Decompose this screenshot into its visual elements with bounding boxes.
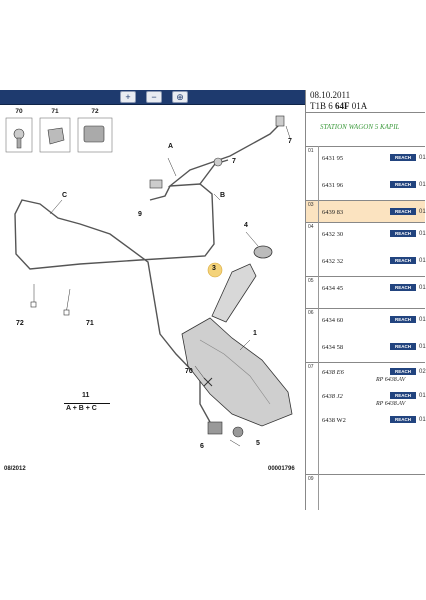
part-number-link[interactable]: 6434 60 [322, 317, 344, 324]
reach-badge: REACH [390, 416, 416, 423]
vehicle-variant: STATION WAGON 5 KAPIL [320, 123, 400, 131]
detail-box-label: 71 [51, 108, 59, 115]
catalog-date: 08.10.2011 [310, 90, 351, 100]
group-number: 07 [308, 364, 314, 370]
column-divider [318, 146, 319, 510]
kit-divider [64, 403, 110, 404]
detail-box-label: 72 [91, 108, 99, 115]
diagram-date: 08/2012 [4, 466, 26, 472]
part-quantity: 01 [419, 393, 426, 399]
parts-list-panel: 08.10.2011 T1B 6 64F 01A STATION WAGON 5… [305, 90, 426, 510]
reach-badge: REACH [390, 230, 416, 237]
reach-badge: REACH [390, 343, 416, 350]
zoom-in-icon[interactable]: + [120, 91, 136, 103]
part-quantity: 01 [419, 317, 426, 323]
reach-badge: REACH [390, 154, 416, 161]
part-number-link[interactable]: 6432 30 [322, 231, 344, 238]
part-number-link[interactable]: 6438 J2 [322, 393, 343, 400]
filler-cap-part [253, 245, 273, 259]
part-number-link[interactable]: 6434 45 [322, 285, 344, 292]
detail-71-part [39, 117, 71, 153]
replacement-part[interactable]: RP 6438.AV [376, 401, 406, 407]
part-quantity: 01 [419, 231, 426, 237]
group-number: 06 [308, 310, 314, 316]
callout-71[interactable]: 71 [86, 320, 94, 327]
part-number-link[interactable]: 6431 96 [322, 182, 344, 189]
header-divider [306, 112, 425, 113]
part-quantity: 01 [419, 258, 426, 264]
part-number-link[interactable]: 6438 W2 [322, 417, 346, 424]
group-number: 05 [308, 278, 314, 284]
detail-72-part [77, 117, 113, 153]
part-quantity: 01 [419, 155, 426, 161]
washer-system-diagram [5, 115, 293, 447]
callout-9[interactable]: 9 [138, 211, 142, 218]
callout-a[interactable]: A [168, 143, 174, 150]
zoom-fit-icon[interactable]: ⊕ [172, 91, 188, 103]
kit-contents: A + B + C [66, 405, 97, 412]
callout-1[interactable]: 1 [253, 330, 257, 337]
part-number-link[interactable]: 6431 95 [322, 155, 344, 162]
reach-badge: REACH [390, 316, 416, 323]
nozzle-7-mid [213, 157, 223, 167]
callout-leaders [33, 125, 291, 447]
part-number-link[interactable]: 6432 32 [322, 258, 344, 265]
catalog-reference: T1B 6 64F 01A [310, 101, 368, 111]
detail-71-marker [63, 309, 70, 316]
detail-70-part [5, 117, 33, 153]
replacement-part[interactable]: RP 6438.AV [376, 377, 406, 383]
hose-clip-part [149, 179, 163, 189]
group-number: 01 [308, 148, 314, 154]
callout-7[interactable]: 7 [288, 138, 292, 145]
callout-c[interactable]: C [62, 192, 68, 199]
reach-badge: REACH [390, 208, 416, 215]
callout-4[interactable]: 4 [244, 222, 248, 229]
callout-6[interactable]: 6 [200, 443, 204, 450]
parts-group: 09 [306, 474, 425, 510]
washer-pump-part [207, 421, 244, 438]
diagram-id: 00001796 [268, 466, 295, 472]
part-number-link[interactable]: 6434 58 [322, 344, 344, 351]
part-quantity: 01 [419, 182, 426, 188]
callout-7[interactable]: 7 [232, 158, 236, 165]
reach-badge: REACH [390, 284, 416, 291]
group-number: 09 [308, 476, 314, 482]
diagram-toolbar: + − ⊕ [0, 90, 305, 105]
reach-badge: REACH [390, 181, 416, 188]
reach-badge: REACH [390, 392, 416, 399]
part-quantity: 01 [419, 417, 426, 423]
group-number: 04 [308, 224, 314, 230]
callout-70[interactable]: 70 [185, 368, 193, 375]
callout-5[interactable]: 5 [256, 440, 260, 447]
callout-72[interactable]: 72 [16, 320, 24, 327]
part-quantity: 01 [419, 285, 426, 291]
part-quantity: 01 [419, 344, 426, 350]
kit-number[interactable]: 11 [82, 392, 90, 399]
reach-badge: REACH [390, 257, 416, 264]
detail-box-label: 70 [15, 108, 23, 115]
part-number-link[interactable]: 6438 E6 [322, 369, 344, 376]
nozzle-7-top [275, 115, 285, 127]
reach-badge: REACH [390, 368, 416, 375]
washer-reservoir-part [181, 317, 293, 427]
callout-3[interactable]: 3 [212, 265, 216, 272]
part-number-link[interactable]: 6439 83 [322, 209, 344, 216]
callout-b[interactable]: B [220, 192, 226, 199]
callout-3-highlight[interactable] [207, 262, 223, 278]
group-number: 03 [308, 202, 314, 208]
zoom-out-icon[interactable]: − [146, 91, 162, 103]
part-quantity: 01 [419, 209, 426, 215]
detail-72-marker [30, 301, 37, 308]
filler-neck-part [211, 263, 257, 323]
part-quantity: 02 [419, 369, 426, 375]
clip-70-marker [203, 377, 213, 387]
